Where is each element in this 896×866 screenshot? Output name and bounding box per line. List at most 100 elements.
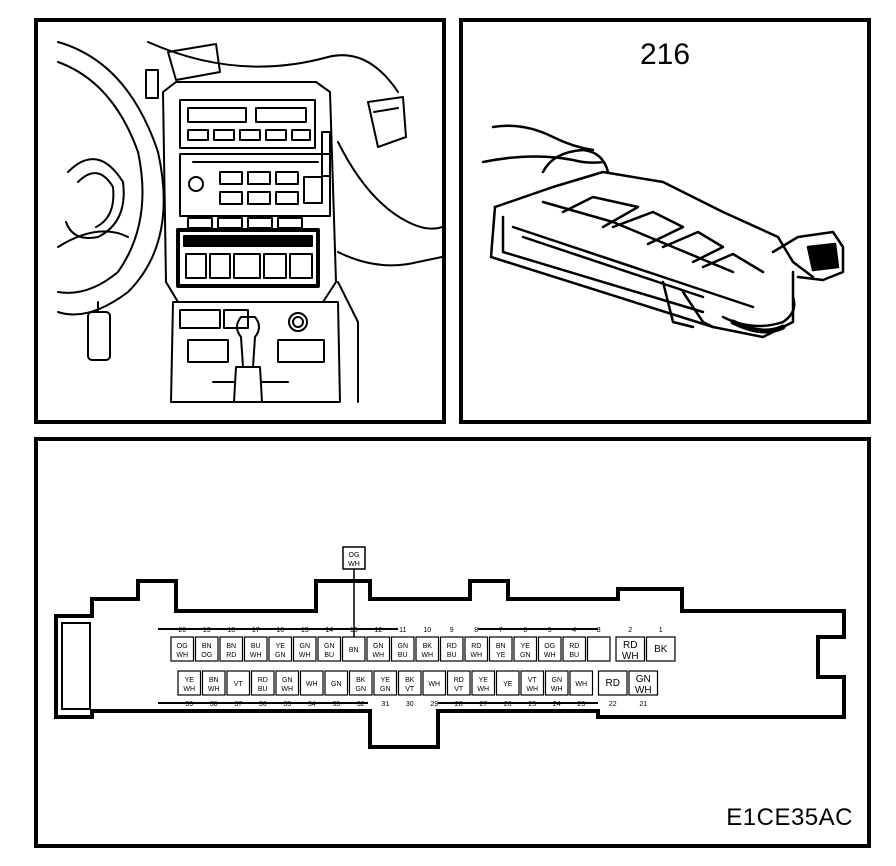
pin-number: 2 [628,627,632,634]
dashboard-location-panel [34,18,446,424]
wire-color-secondary: WH [551,686,563,693]
wire-color-primary: RD [471,643,481,650]
wire-color-secondary: WH [183,686,195,693]
wire-color-primary: YE [521,643,531,650]
top-pin-row: OGWH20BNOG19BNRD18BUWH17YEGN16GNWH15GNBU… [170,627,676,662]
pin-number: 37 [234,701,242,708]
wire-color-primary: BN [209,677,219,684]
wire-color-secondary: WH [622,651,639,662]
wire-color-primary: OG [177,643,188,650]
pin-cell: GN [324,670,349,696]
wire-color-secondary: YE [496,652,506,659]
pin-cell: RD BU [439,636,464,662]
wire-color: RD [606,678,620,689]
pin-number: 11 [399,627,406,634]
wire-color-primary: BU [251,643,261,650]
wire-color-primary: GN [398,643,409,650]
wire-color-primary: RD [569,643,579,650]
wire-color-secondary: WH [176,652,188,659]
pin-number: 27 [479,701,487,708]
pin-cell: YE GN [373,670,398,696]
wire-color-primary: YE [381,677,391,684]
pin-cell: VT [226,670,251,696]
pin-number: 20 [178,627,186,634]
pin-cell: YE GN [268,636,293,662]
callout-color-primary: OG [349,552,360,559]
wire-color-secondary: GN [380,686,391,693]
pin-number: 9 [450,627,454,634]
wire-color: WH [306,681,318,688]
pin-cell: RD VT [446,670,471,696]
pin-cell: BK [645,636,676,662]
pin-cell: VT WH [520,670,545,696]
pin-number: 15 [301,627,309,634]
wire-color-primary: BK [356,677,366,684]
pin-cell: BK GN [348,670,373,696]
wire-color-secondary: BU [447,652,457,659]
pin-number: 4 [572,627,576,634]
wire-color-secondary: GN [275,652,286,659]
pin-number: 24 [553,701,561,708]
wire-color-primary: GN [282,677,293,684]
wire-color-secondary: WH [372,652,384,659]
connector-drawing [481,124,845,339]
pin-number: 29 [430,701,438,708]
pin-number: 34 [308,701,316,708]
wire-color-secondary: GN [520,652,531,659]
pin-number: 10 [423,627,431,634]
pin-number: 3 [597,627,601,634]
pin-cell: WH [569,670,594,696]
wire-color-primary: BK [405,677,415,684]
wire-color-primary: RD [447,643,457,650]
pin-number: 30 [406,701,414,708]
wire-color-secondary: WH [299,652,311,659]
wire-color: VT [234,681,244,688]
wire-color-primary: GN [636,674,651,685]
wire-color-primary: BN [226,643,236,650]
wire-color-primary: YE [185,677,195,684]
pin-cell: BN [341,636,366,662]
pin-number: 14 [325,627,333,634]
wire-color-primary: BK [423,643,433,650]
wire-color-secondary: WH [281,686,293,693]
wire-color: BK [654,644,668,655]
wire-color: BN [349,647,359,654]
component-reference-number: 216 [639,38,691,71]
wire-color-secondary: GN [356,686,367,693]
wire-color-secondary: BU [569,652,579,659]
bottom-pin-row: YEWH39BNWH38VT37RDBU36GNWH35WH34GN33BKGN… [177,670,659,708]
pin-cell: YE GN [513,636,538,662]
pin-number: 22 [609,701,617,708]
pin-number: 1 [659,627,663,634]
pin-number: 33 [332,701,340,708]
wire-color-secondary: WH [470,652,482,659]
pin-cell: WH [422,670,447,696]
wire-color-primary: RD [454,677,464,684]
wire-color-secondary: RD [226,652,236,659]
pin-number: 36 [259,701,267,708]
pin-number: 19 [203,627,211,634]
pin-cell: GN WH [275,670,300,696]
callout-wire-label: OG WH [342,546,366,637]
wire-color-primary: VT [528,677,538,684]
wire-color-secondary: BU [258,686,268,693]
wire-color-primary: YE [276,643,286,650]
callout-color-secondary: WH [348,561,360,568]
pin-cell: BN RD [219,636,244,662]
pin-number: 16 [276,627,284,634]
pin-number: 25 [528,701,536,708]
wire-color-secondary: VT [454,686,464,693]
pin-cell: RD WH [464,636,489,662]
wire-color-secondary: WH [526,686,538,693]
wire-color-secondary: BU [398,652,408,659]
pin-cell: RD BU [562,636,587,662]
pin-number: 7 [499,627,503,634]
pin-cell: RD [597,670,628,696]
